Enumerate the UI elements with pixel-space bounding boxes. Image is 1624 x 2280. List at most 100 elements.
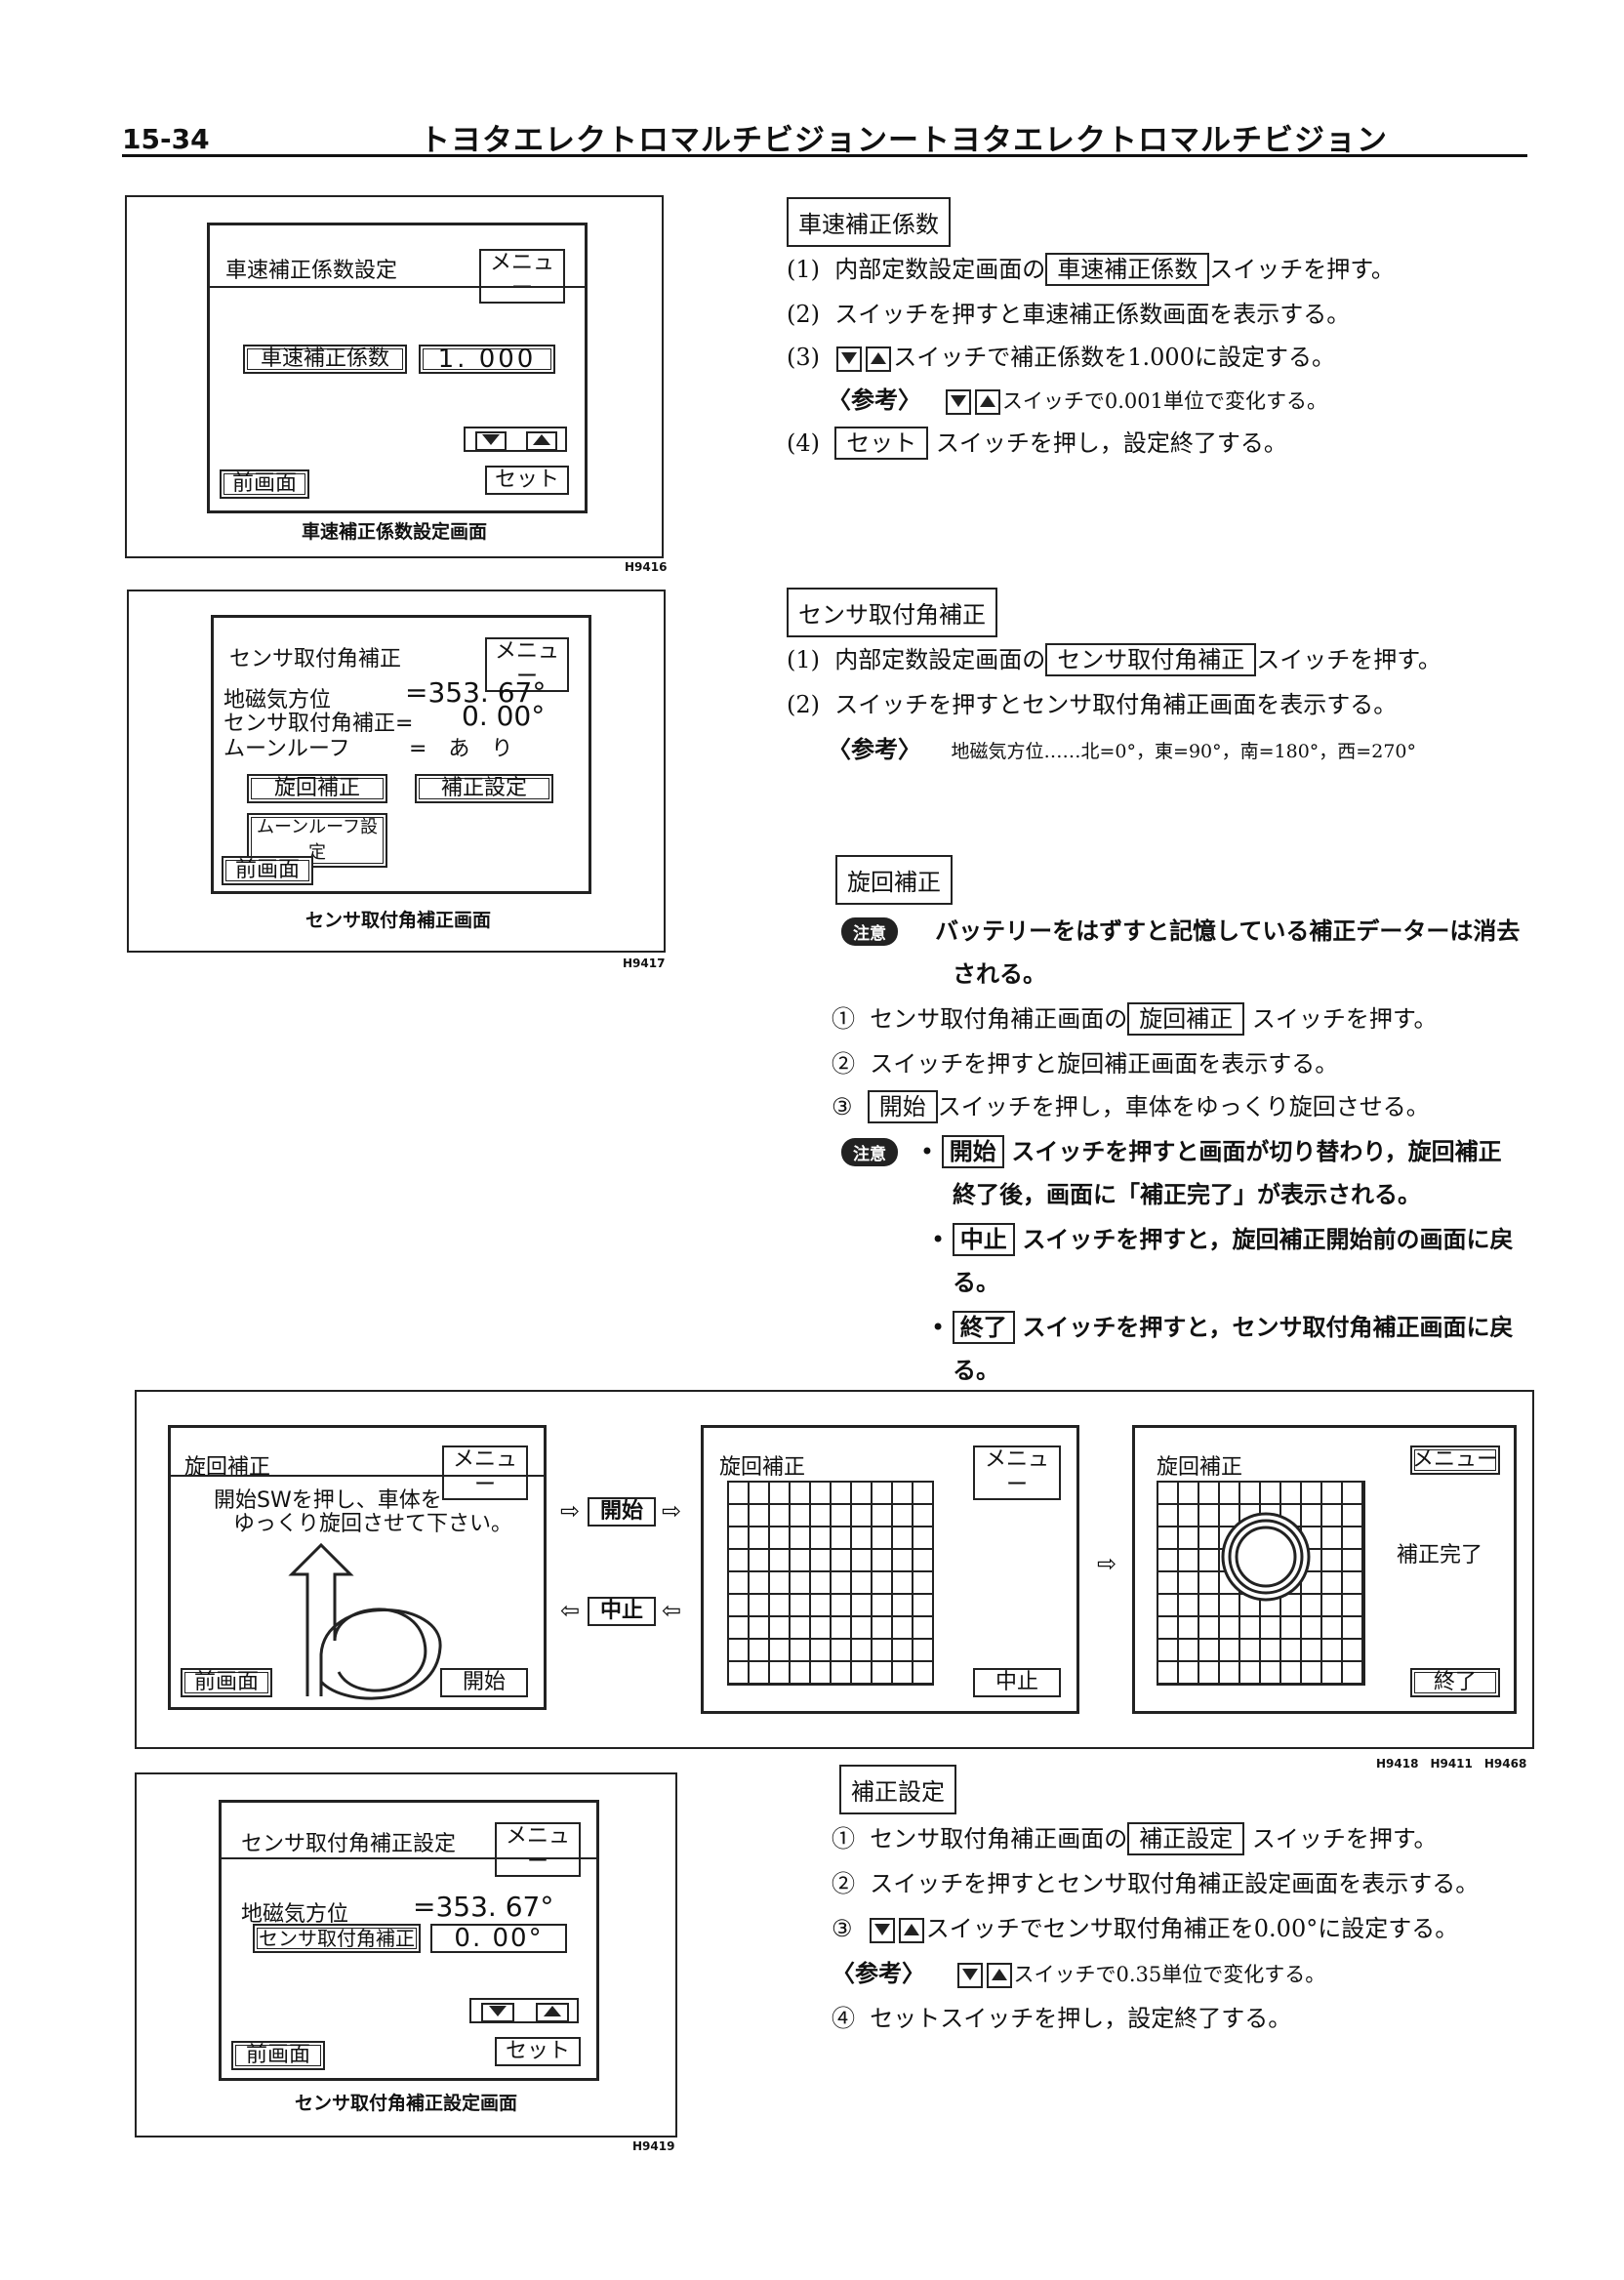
step-4: (4) セット スイッチを押し，設定終了する。	[787, 424, 1287, 460]
reference-2: 〈参考〉 地磁気方位……北=0°，東=90°，南=180°，西=270°	[828, 735, 1416, 763]
step-circle-4: ④ セットスイッチを押し，設定終了する。	[832, 2005, 1292, 2032]
reference-4: 〈参考〉 スイッチで0.35単位で変化する。	[832, 1959, 1326, 1988]
previous-screen-button[interactable]: 前画面	[181, 1668, 272, 1697]
step-circle-1: ① センサ取付角補正画面の旋回補正 スイッチを押す。	[832, 999, 1438, 1036]
page-title: トヨタエレクトロマルチビジョンートヨタエレクトロマルチビジョン	[420, 123, 1388, 158]
page-number: 15-34	[122, 123, 210, 155]
up-key-icon	[898, 1917, 924, 1943]
section-heading-turn-correction: 旋回補正	[835, 855, 953, 905]
down-key-icon[interactable]	[475, 431, 507, 451]
arrow-left-icon: ⇦	[560, 1597, 581, 1624]
screen-title: センサ取付角補正設定	[241, 1832, 457, 1856]
previous-screen-button[interactable]: 前画面	[220, 469, 309, 499]
screen-turn-complete: 旋回補正 メニュー 補正完了 終了	[1132, 1425, 1517, 1714]
down-up-keys[interactable]	[469, 1998, 579, 2023]
step-circle-2: ② スイッチを押すと旋回補正画面を表示する。	[832, 1050, 1339, 1078]
up-key-icon[interactable]	[526, 431, 557, 451]
up-key-icon[interactable]	[536, 2003, 569, 2022]
speed-coefficient-label-button[interactable]: 車速補正係数	[243, 345, 407, 374]
title-divider	[222, 1857, 596, 1859]
stop-button[interactable]: 中止	[973, 1668, 1061, 1697]
up-key-icon	[986, 1962, 1012, 1988]
geomagnetic-value: =353. 67°	[413, 1891, 554, 1923]
set-button[interactable]: セット	[485, 466, 569, 495]
arrow-right-icon: ⇨	[662, 1497, 682, 1525]
set-switch: セット	[834, 427, 929, 460]
end-switch: 終了	[952, 1311, 1015, 1344]
menu-button[interactable]: メニュー	[1410, 1445, 1500, 1475]
start-switch: 開始	[867, 1090, 938, 1123]
down-up-keys[interactable]	[464, 427, 567, 452]
figure-caption: センサ取付角補正設定画面	[294, 2093, 517, 2114]
down-key-icon	[956, 1962, 983, 1988]
step-1: (1) 内部定数設定画面のセンサ取付角補正スイッチを押す。	[787, 640, 1441, 676]
section-heading-speed-coefficient: 車速補正係数	[787, 197, 951, 247]
compass-grid	[727, 1481, 934, 1686]
arrow-left-icon: ⇦	[662, 1597, 682, 1624]
note-1-cont: される。	[953, 959, 1046, 988]
turn-correction-button[interactable]: 旋回補正	[247, 774, 387, 803]
moonroof-value: = あ り	[409, 737, 513, 761]
menu-button[interactable]: メニュー	[495, 1822, 581, 1877]
figure-caption: 車速補正係数設定画面	[301, 521, 487, 543]
header-rule	[122, 154, 1527, 157]
sensor-angle-value: 0. 00°	[462, 700, 546, 732]
instruction-line-2: ゆっくり旋回させて下さい。	[233, 1512, 513, 1536]
figure-code: H9417	[623, 957, 666, 970]
start-button[interactable]: 開始	[440, 1668, 528, 1697]
title-divider	[210, 286, 585, 288]
screen-title: 車速補正係数設定	[225, 259, 398, 283]
menu-button[interactable]: メニュー	[479, 249, 565, 304]
step-2: (2) スイッチを押すとセンサ取付角補正画面を表示する。	[787, 691, 1398, 718]
turn-correction-switch: 旋回補正	[1127, 1002, 1245, 1036]
geomagnetic-value: =353. 67°	[405, 676, 547, 709]
set-button[interactable]: セット	[495, 2037, 581, 2066]
note-2-bullet-1: 注意 • 開始 スイッチを押すと画面が切り替わり，旋回補正	[841, 1132, 1502, 1168]
correction-setting-switch: 補正設定	[1127, 1822, 1245, 1855]
step-3: (3) スイッチで補正係数を1.000に設定する。	[787, 344, 1335, 372]
stop-step-label: 中止	[588, 1597, 656, 1626]
start-switch: 開始	[941, 1135, 1004, 1168]
screen-title: センサ取付角補正	[229, 647, 402, 672]
arrow-right-icon: ⇨	[560, 1497, 581, 1525]
figure-sensor-angle	[127, 590, 666, 953]
screen-speed-coefficient: 車速補正係数設定 メニュー 車速補正係数 1. 000 前画面 セット	[207, 223, 588, 513]
completed-circle-icon	[1221, 1512, 1311, 1602]
down-key-icon	[945, 388, 971, 415]
sensor-angle-value: 0. 00°	[430, 1924, 567, 1953]
sensor-angle-label-button[interactable]: センサ取付角補正	[253, 1924, 421, 1953]
bullet-1-cont: 終了後，画面に「補正完了」が表示される。	[953, 1180, 1421, 1208]
screen-sensor-angle-setting: センサ取付角補正設定 メニュー 地磁気方位 =353. 67° センサ取付角補正…	[219, 1800, 599, 2081]
end-button[interactable]: 終了	[1410, 1668, 1500, 1697]
menu-button[interactable]: メニュー	[485, 637, 569, 692]
completion-message: 補正完了	[1397, 1543, 1483, 1568]
figure-speed-coefficient	[125, 195, 664, 558]
correction-setting-button[interactable]: 補正設定	[415, 774, 553, 803]
menu-button[interactable]: メニュー	[973, 1445, 1061, 1500]
screen-turn-start: 旋回補正 メニュー 開始SWを押し、車体を ゆっくり旋回させて下さい。 前画面 …	[168, 1425, 547, 1710]
section-heading-sensor-angle: センサ取付角補正	[787, 588, 997, 637]
speed-coefficient-switch: 車速補正係数	[1045, 253, 1210, 286]
up-key-icon	[974, 388, 1000, 415]
down-key-icon[interactable]	[481, 2003, 514, 2022]
coefficient-value: 1. 000	[419, 345, 555, 374]
step-circle-1: ① センサ取付角補正画面の補正設定 スイッチを押す。	[832, 1819, 1438, 1855]
reference-1: 〈参考〉 スイッチで0.001単位で変化する。	[828, 386, 1328, 415]
moonroof-label: ムーンルーフ	[223, 737, 350, 761]
menu-button[interactable]: メニュー	[442, 1445, 528, 1500]
previous-screen-button[interactable]: 前画面	[222, 856, 313, 885]
figure-code: H9418 H9411 H9468	[1376, 1757, 1527, 1771]
step-1: (1) 内部定数設定画面の車速補正係数スイッチを押す。	[787, 250, 1395, 286]
arrow-right-icon: ⇨	[1097, 1550, 1117, 1577]
screen-turn-in-progress: 旋回補正 メニュー 中止	[701, 1425, 1079, 1714]
caution-badge: 注意	[841, 917, 898, 946]
step-circle-3: ③ 開始スイッチを押し，車体をゆっくり旋回させる。	[832, 1087, 1430, 1123]
previous-screen-button[interactable]: 前画面	[231, 2041, 325, 2070]
figure-code: H9419	[632, 2139, 675, 2153]
figure-turn-correction-flow	[135, 1390, 1534, 1749]
screen-sensor-angle: センサ取付角補正 メニュー 地磁気方位 =353. 67° センサ取付角補正= …	[211, 615, 591, 894]
geomagnetic-label: 地磁気方位	[241, 1902, 349, 1927]
bullet-3: • 終了 スイッチを押すと，センサ取付角補正画面に戻	[931, 1308, 1513, 1344]
start-step-label: 開始	[588, 1497, 656, 1527]
figure-code: H9416	[625, 560, 668, 574]
